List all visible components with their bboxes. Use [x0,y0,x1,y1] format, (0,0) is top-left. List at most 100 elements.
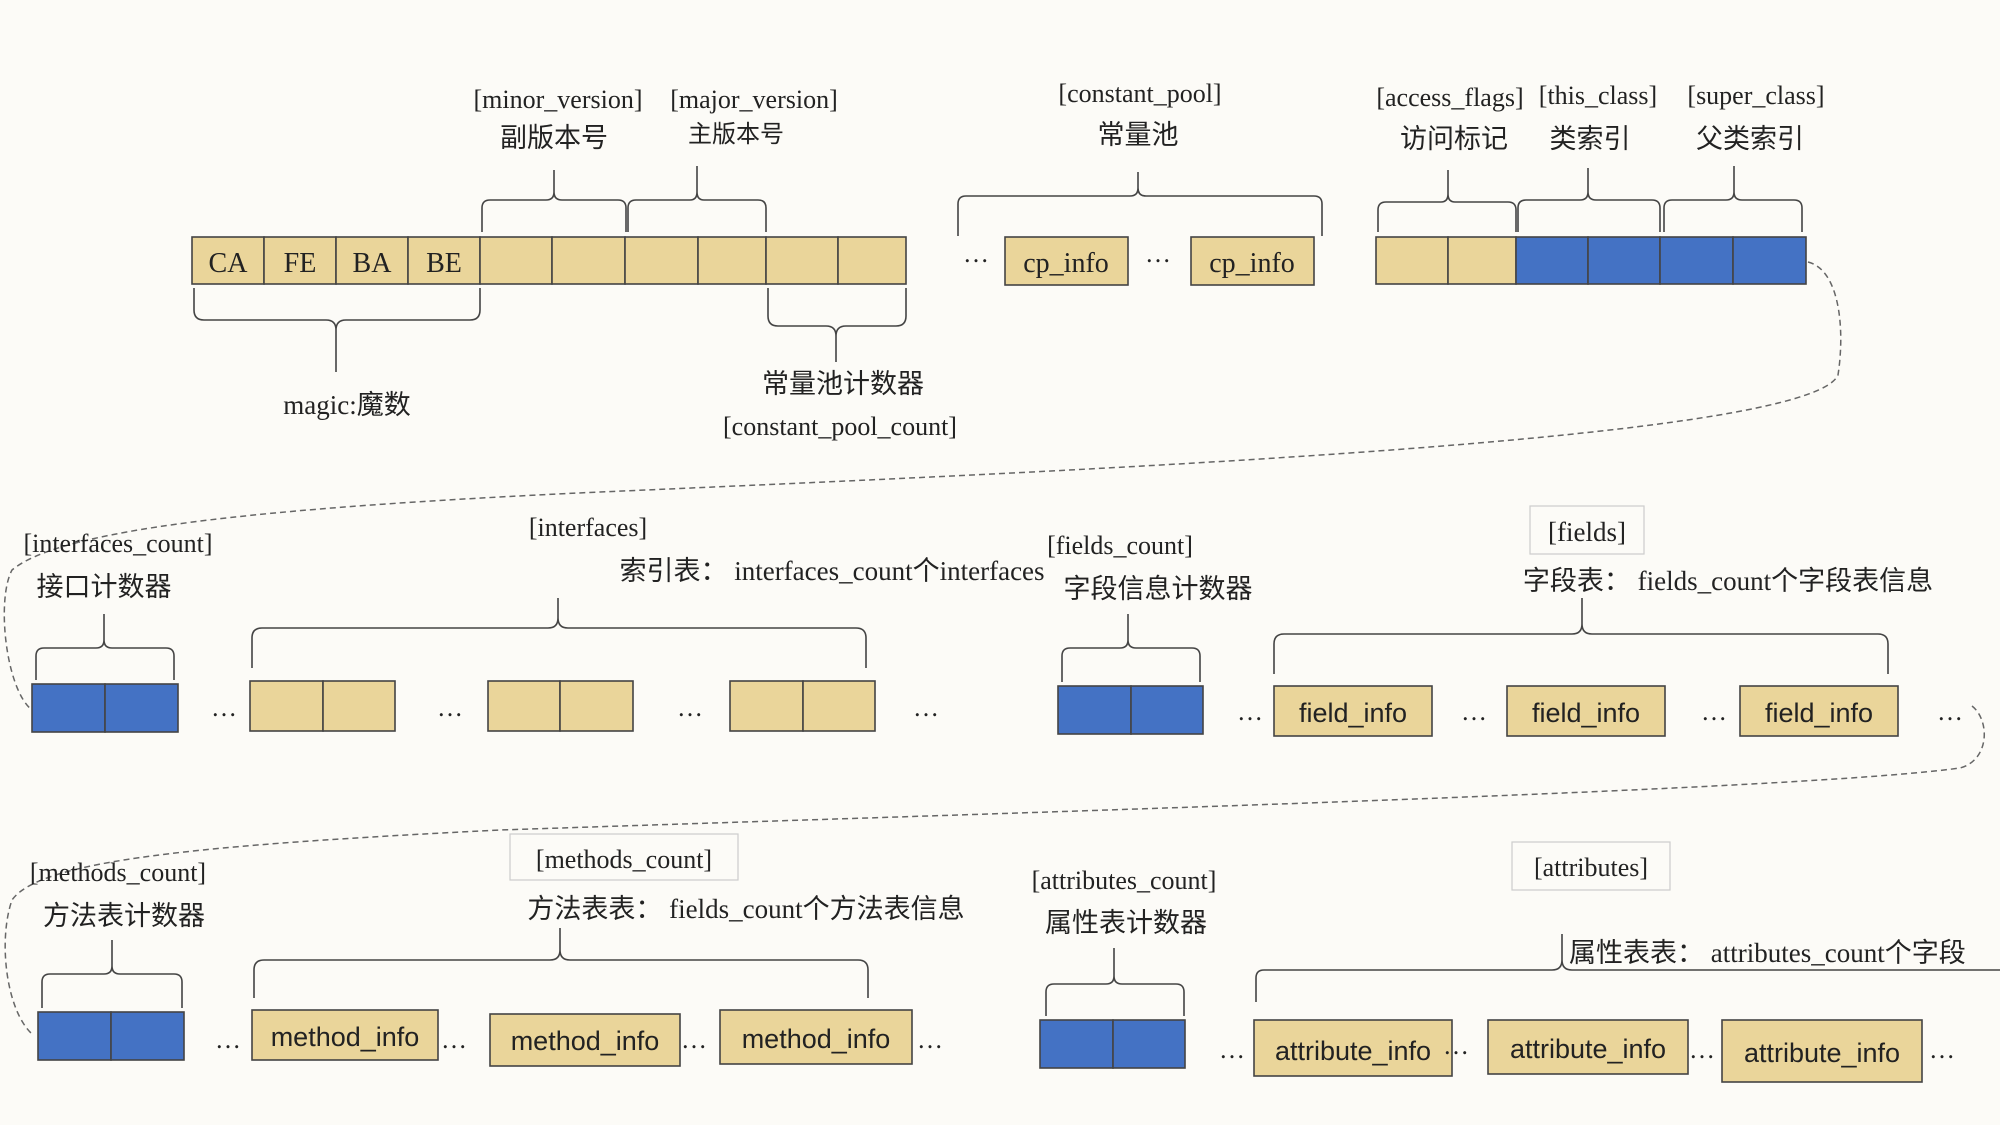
cp-info-box-1 [1004,236,1129,286]
row1-braces [193,166,1803,372]
super-class-brace [1663,166,1803,232]
methods-name: [methods_count] [536,845,712,874]
minor-version-cell-1 [479,236,553,285]
access-flags-desc: 访问标记 [1400,124,1508,154]
methods-desc: 方法表表： fields_count个方法表信息 [527,894,964,924]
attributes-count-cell-2 [1112,1019,1186,1069]
row1-byte-strip [191,236,907,285]
attributes-count-desc: 属性表计数器 [1045,908,1207,938]
major-version-brace [627,166,767,232]
interface-item-2-cell-1 [487,680,561,732]
cp-count-cell-1 [765,236,839,285]
interfaces-count-desc: 接口计数器 [37,572,172,602]
constant-pool-name: [constant_pool] [1058,79,1221,108]
super-class-cell-2 [1732,236,1807,285]
minor-version-name: [minor_version] [474,85,643,114]
methods-ellipsis-4: … [917,1025,943,1054]
cp-ellipsis-1: … [963,239,989,268]
cp-count-desc: 常量池计数器 [762,369,924,399]
interfaces-ellipsis-3: … [677,693,703,722]
field-info-label-3: field_info [1765,698,1873,728]
cp-count-brace [767,288,907,362]
major-version-name: [major_version] [670,85,838,114]
attribute-info-box-1 [1253,1019,1453,1077]
major-version-cell-1 [624,236,699,285]
access-flags-brace [1377,170,1517,232]
method-info-box-1 [251,1009,439,1061]
interfaces-count-brace [35,614,175,680]
fields-name: [fields] [1548,517,1626,547]
interfaces-count-name: [interfaces_count] [23,529,212,558]
fields-brace [1273,598,1889,674]
interfaces-count-cell-2 [104,683,179,733]
methods-brace [253,928,869,998]
field-info-box-1 [1273,685,1433,737]
methods-count-cell-1 [37,1011,112,1061]
field-info-label-1: field_info [1299,698,1407,728]
constant-pool-desc: 常量池 [1098,120,1179,150]
this-class-cell-2 [1587,236,1661,285]
methods-count-name: [methods_count] [30,858,206,887]
major-version-cell-2 [697,236,767,285]
interfaces-desc: 索引表： interfaces_count个interfaces [619,556,1044,586]
super-class-name: [super_class] [1687,81,1824,110]
interface-item-1-cell-2 [322,680,396,732]
interfaces-count-cell-1 [31,683,106,733]
field-info-label-2: field_info [1532,698,1640,728]
fields-ellipsis-1: … [1237,697,1263,726]
attributes-brace [1255,934,2000,1002]
magic-brace [193,288,481,372]
attributes-desc: 属性表表： attributes_count个字段 [1569,938,1966,968]
fields-ellipsis-3: … [1701,697,1727,726]
interfaces-brace [251,598,867,668]
super-class-desc: 父类索引 [1696,124,1804,154]
this-class-desc: 类索引 [1550,124,1631,154]
major-version-desc: 主版本号 [688,121,784,148]
attributes-ellipsis-4: … [1929,1035,1955,1064]
cp-info-label-2: cp_info [1209,248,1295,279]
attributes-ellipsis-2: … [1443,1031,1469,1060]
methods-name-box [509,833,739,881]
attributes-count-name: [attributes_count] [1032,866,1217,895]
interfaces-ellipsis-1: … [211,693,237,722]
attribute-info-box-3 [1721,1019,1923,1083]
fields-desc: 字段表： fields_count个字段表信息 [1523,566,1933,596]
field-info-box-3 [1739,685,1899,737]
interfaces-ellipsis-2: … [437,693,463,722]
magic-byte-fe-cell [263,236,337,285]
attributes-name-box [1511,841,1671,891]
minor-version-desc: 副版本号 [500,123,608,153]
super-class-cell-1 [1659,236,1734,285]
interface-item-3-cell-2 [802,680,876,732]
interfaces-name: [interfaces] [529,513,647,542]
method-info-box-3 [719,1009,913,1065]
methods-ellipsis-1: … [215,1025,241,1054]
attributes-name: [attributes] [1534,853,1648,882]
minor-version-brace [481,170,627,232]
methods-ellipsis-3: … [681,1025,707,1054]
magic-byte-fe: FE [284,248,317,279]
method-info-label-1: method_info [271,1022,420,1052]
method-info-label-3: method_info [742,1024,891,1054]
attribute-info-label-3: attribute_info [1744,1038,1900,1068]
cp-info-label-1: cp_info [1023,248,1109,279]
fields-count-cell-2 [1130,685,1204,735]
magic-byte-be: BE [426,248,462,279]
cp-ellipsis-2: … [1145,239,1171,268]
attribute-info-box-2 [1487,1019,1689,1075]
constant-pool-brace [957,172,1323,236]
this-class-cell-1 [1515,236,1589,285]
attributes-ellipsis-1: … [1219,1035,1245,1064]
magic-byte-ba-cell [335,236,409,285]
interfaces-ellipsis-4: … [913,693,939,722]
fields-count-desc: 字段信息计数器 [1064,574,1253,604]
fields-ellipsis-4: … [1937,697,1963,726]
attributes-count-cell-1 [1039,1019,1114,1069]
magic-byte-ba: BA [353,248,393,279]
this-class-name: [this_class] [1539,81,1657,110]
fields-count-cell-1 [1057,685,1132,735]
cp-count-cell-2 [837,236,907,285]
fields-count-name: [fields_count] [1047,531,1193,560]
attributes-ellipsis-3: … [1689,1035,1715,1064]
magic-label: magic:魔数 [283,390,410,420]
